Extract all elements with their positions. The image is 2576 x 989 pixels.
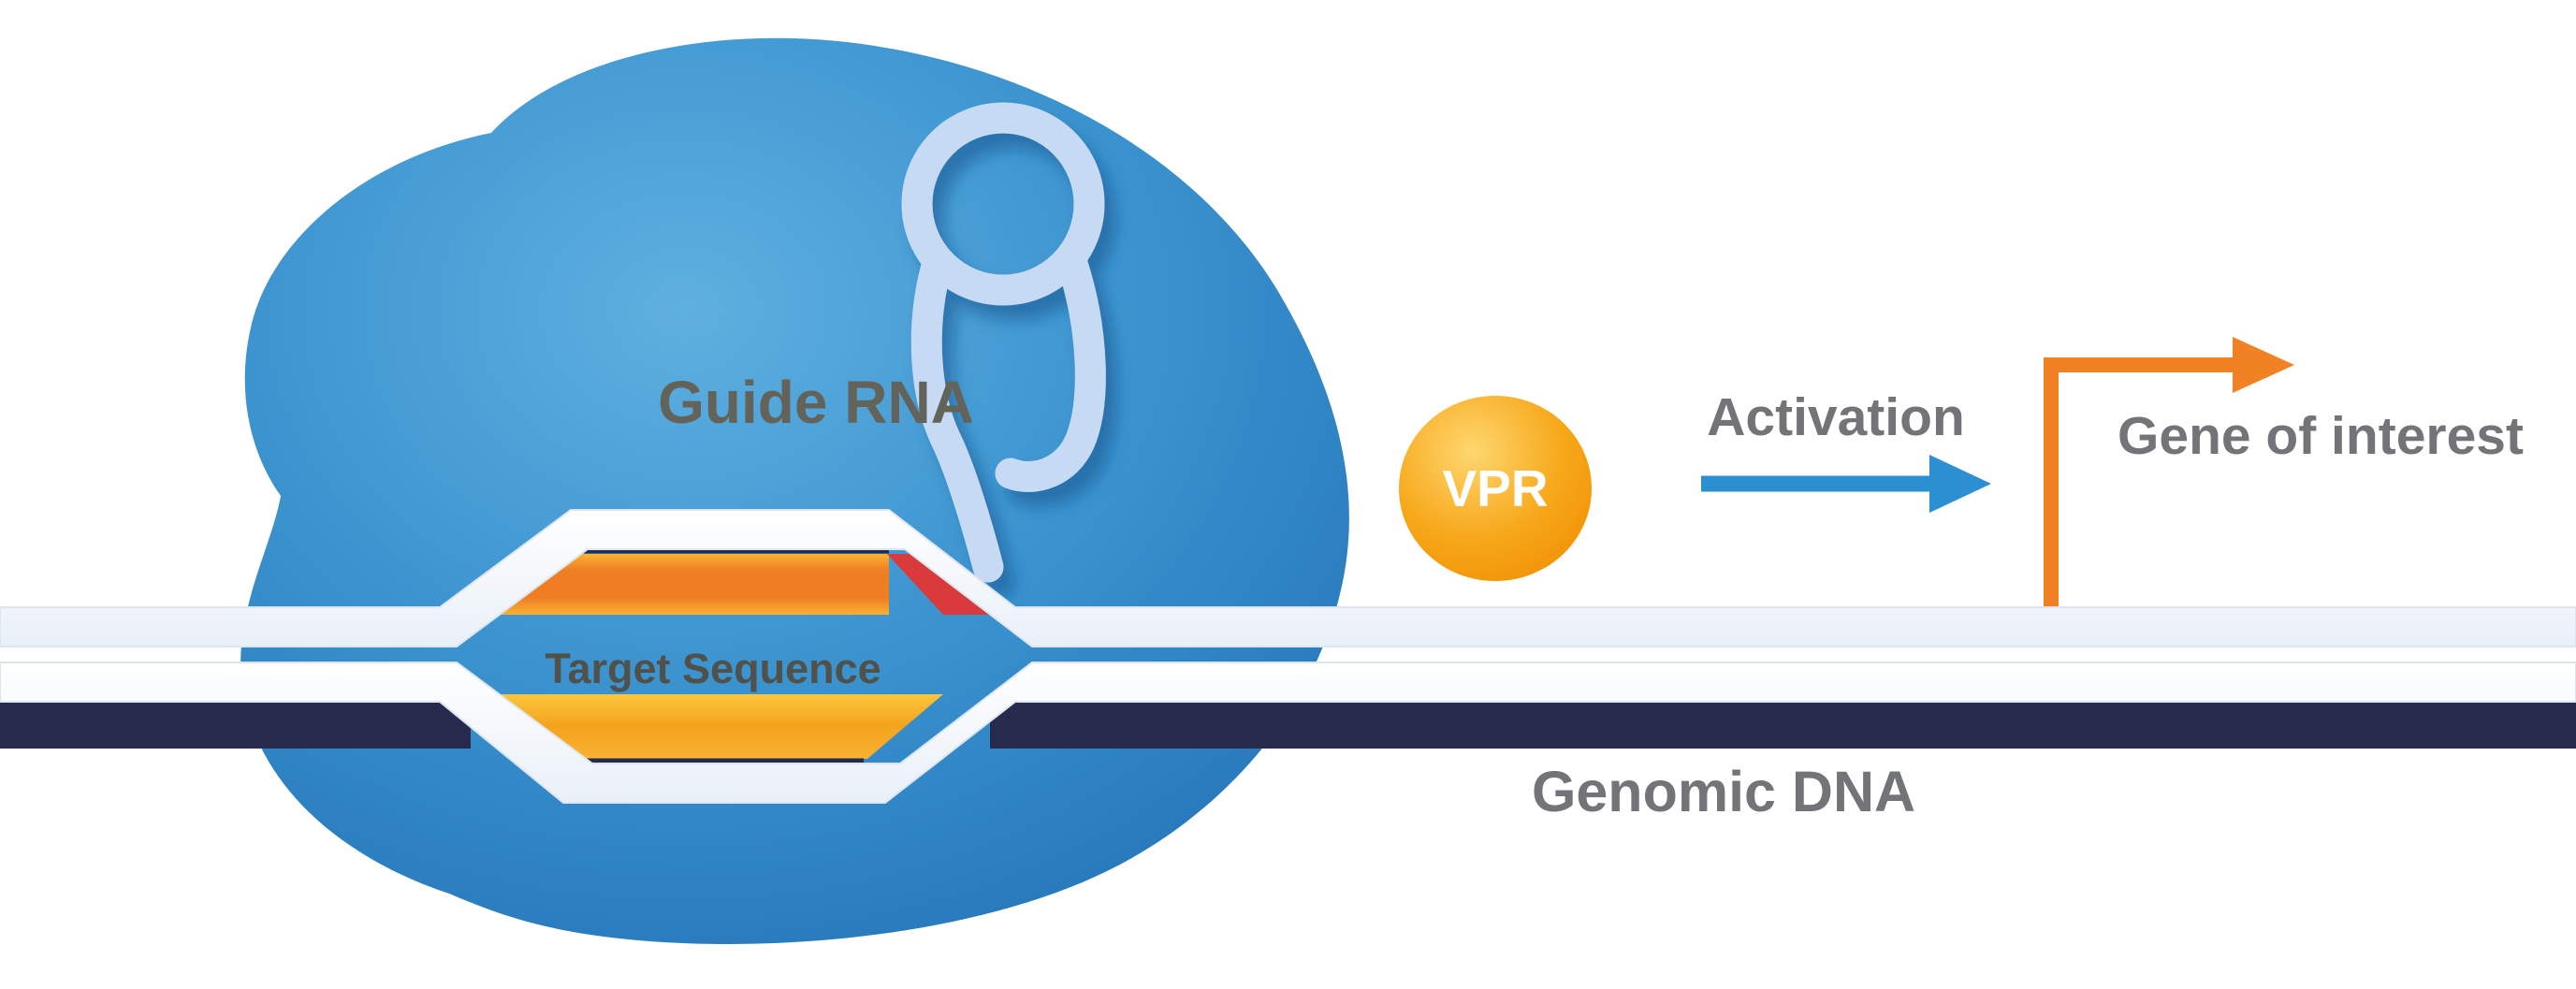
gene-promoter-arrowhead — [2233, 337, 2294, 393]
cas9-protein-blob — [240, 37, 1349, 944]
gene-of-interest-label: Gene of interest — [2118, 406, 2524, 466]
guide-rna-ribbon — [901, 102, 1106, 583]
guide-rna-stem-right — [995, 248, 1106, 492]
dna-strand-bottom — [0, 662, 2576, 804]
activation-label: Activation — [1707, 387, 1965, 447]
vpr-label: VPR — [1442, 459, 1549, 517]
target-strand-top-bar — [493, 554, 889, 615]
guide-rna-loop — [901, 102, 1105, 306]
genomic-dna-band-left — [0, 702, 471, 749]
dna-strand-top — [0, 509, 2576, 647]
target-strand-bottom-bar — [493, 694, 943, 759]
gene-promoter-arrow-shaft — [2044, 357, 2238, 606]
vpr-activator-oval — [1399, 396, 1592, 581]
genomic-dna-label: Genomic DNA — [1531, 760, 1916, 823]
guide-rna-stem-to-dna — [910, 254, 1004, 583]
activation-arrowhead — [1929, 455, 1991, 513]
genomic-dna-band-right — [990, 702, 2576, 749]
target-sequence-label: Target Sequence — [545, 645, 881, 692]
guide-rna-label: Guide RNA — [658, 369, 974, 436]
